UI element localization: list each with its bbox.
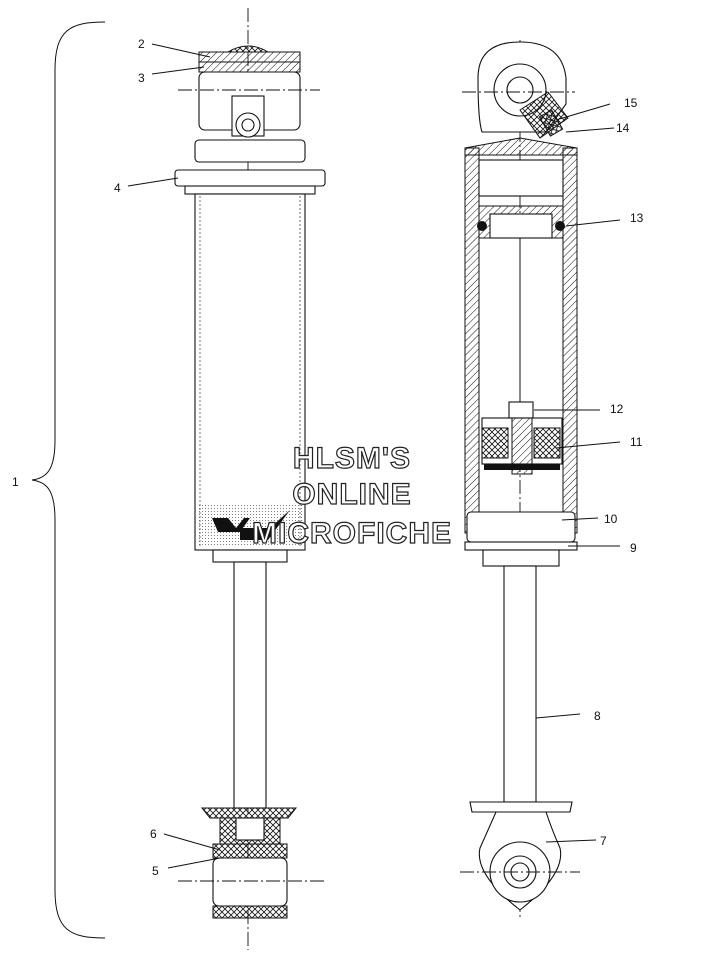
cylinder-wall-left <box>464 147 480 534</box>
top-cap-ring-part-3 <box>198 61 301 73</box>
watermark-line-1: HLSM'S <box>293 442 411 475</box>
body-bottom-cap <box>212 549 288 563</box>
bushing-part-6 <box>212 843 288 859</box>
rod-guide-part-10 <box>466 511 576 543</box>
callout-1: 1 <box>12 475 19 489</box>
callout-13: 13 <box>630 211 644 225</box>
piston-oring-right <box>555 221 565 231</box>
right-section-view <box>460 40 580 920</box>
top-eyelet-bore-inner <box>506 76 534 104</box>
top-cap-knob <box>226 45 270 53</box>
rod-end-plate <box>469 801 573 813</box>
rod-guide-seal-part-9 <box>464 541 578 551</box>
schrader-valve-inner <box>241 118 255 132</box>
piston-oring-left <box>477 221 487 231</box>
cylinder-wall-right <box>562 147 578 534</box>
callout-5: 5 <box>152 864 159 878</box>
callout-4: 4 <box>114 181 121 195</box>
watermark: HLSM'S ONLINE MICROFICHE <box>251 441 452 550</box>
callout-14: 14 <box>616 121 630 135</box>
callout-8: 8 <box>594 709 601 723</box>
piston-rod-part-8 <box>503 565 537 803</box>
bump-stop-plate <box>200 807 298 819</box>
callout-2: 2 <box>138 37 145 51</box>
rod-end-neck-core <box>235 817 265 841</box>
piston-hub <box>511 417 533 475</box>
bushing-part-5 <box>212 905 288 919</box>
watermark-line-3: MICROFICHE <box>252 517 452 550</box>
callout-9: 9 <box>630 541 637 555</box>
shock-body-cylinder <box>194 193 306 551</box>
bottom-eyelet-block <box>212 857 288 907</box>
callout-labels: 1 2 3 4 5 6 7 8 9 10 11 12 13 14 15 <box>12 37 644 878</box>
top-cap-seal-part-2 <box>198 51 301 63</box>
callout-11: 11 <box>630 435 643 449</box>
adjuster-ring-base <box>184 185 316 195</box>
piston-nut-part-12 <box>508 401 534 419</box>
left-exterior-view <box>174 8 326 950</box>
rod-guide-cap <box>482 549 560 567</box>
body-collar <box>194 139 306 163</box>
leader-lines <box>127 43 621 869</box>
piston-shim-left <box>481 427 509 459</box>
adjuster-ring-part-4 <box>174 169 326 187</box>
piston-shim-right <box>533 427 561 459</box>
piston-rod-exterior <box>233 561 267 809</box>
piston-base-ring <box>484 464 560 470</box>
cylinder-head <box>464 137 578 156</box>
callout-12: 12 <box>610 402 624 416</box>
brand-logo <box>212 510 290 540</box>
callout-6: 6 <box>150 827 157 841</box>
top-spacer <box>478 159 564 197</box>
floating-piston-core <box>489 213 553 239</box>
callout-3: 3 <box>138 71 145 85</box>
watermark-line-2: ONLINE <box>292 478 411 511</box>
assembly-brace <box>31 21 106 939</box>
callout-15: 15 <box>624 96 638 110</box>
callout-10: 10 <box>604 512 618 526</box>
callout-7: 7 <box>600 834 607 848</box>
